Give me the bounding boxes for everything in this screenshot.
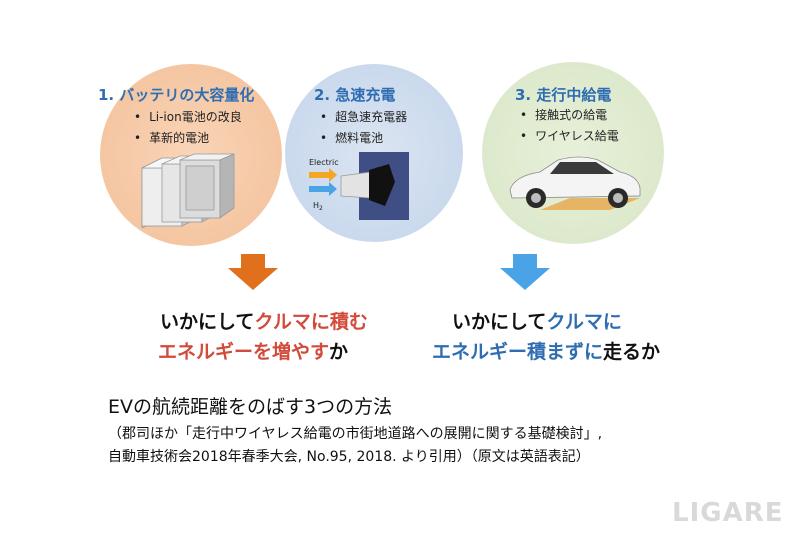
right-line2: エネルギー積まずに走るか	[432, 337, 660, 364]
right-line1-a: いかにして	[452, 311, 547, 333]
step1-title: 1. バッテリの大容量化	[98, 86, 255, 104]
blue-down-arrow-icon	[500, 254, 550, 290]
electric-arrow-icon	[309, 168, 337, 182]
step3-title: 3. 走行中給電	[515, 86, 612, 104]
caption-source-line2: 自動車技術会2018年春季大会, No.95, 2018. より引用）（原文は英…	[108, 449, 590, 465]
caption-source-line1: （郡司ほか「走行中ワイヤレス給電の市街地道路への展開に関する基礎検討」,	[108, 426, 603, 442]
step1-bullets: Li-ion電池の改良 革新的電池	[134, 107, 242, 149]
left-line2: エネルギーを増やすか	[158, 337, 348, 364]
fuel-nozzle-illustration: Electric H2	[309, 152, 409, 220]
left-line1: いかにしてクルマに積む	[160, 307, 368, 334]
step1-bullet: Li-ion電池の改良	[134, 107, 242, 128]
step2-title: 2. 急速充電	[314, 86, 396, 104]
battery-stack-illustration	[141, 153, 235, 228]
left-line2-b: か	[329, 341, 349, 363]
ligare-logo: LIGARE	[672, 498, 784, 528]
orange-down-arrow-icon	[228, 254, 278, 290]
electric-label: Electric	[309, 158, 339, 167]
step3-bullet: 接触式の給電	[520, 105, 619, 126]
left-line2-a: エネルギーを増やす	[158, 341, 330, 363]
hydrogen-arrow-icon	[309, 182, 337, 196]
left-line1-b: クルマに積む	[254, 311, 368, 333]
step3-bullet: ワイヤレス給電	[520, 126, 619, 147]
step2-bullet: 燃料電池	[320, 128, 407, 149]
step2-bullet: 超急速充電器	[320, 107, 407, 128]
step2-bullets: 超急速充電器 燃料電池	[320, 107, 407, 149]
right-line2-b: 走るか	[603, 341, 661, 363]
caption-title: EVの航続距離をのばす3つの方法	[108, 396, 393, 418]
h2-label: H2	[313, 201, 323, 212]
right-line1-b: クルマに	[546, 311, 622, 333]
h2-label-h: H	[313, 201, 319, 210]
step3-bullets: 接触式の給電 ワイヤレス給電	[520, 105, 619, 147]
car-wireless-charging-illustration	[509, 156, 641, 210]
h2-label-sub: 2	[319, 205, 323, 212]
right-line1: いかにしてクルマに	[452, 307, 622, 334]
step1-bullet: 革新的電池	[134, 128, 242, 149]
right-line2-a: エネルギー積まずに	[432, 341, 604, 363]
dynamic-charge-circle	[482, 62, 664, 244]
left-line1-a: いかにして	[160, 311, 255, 333]
